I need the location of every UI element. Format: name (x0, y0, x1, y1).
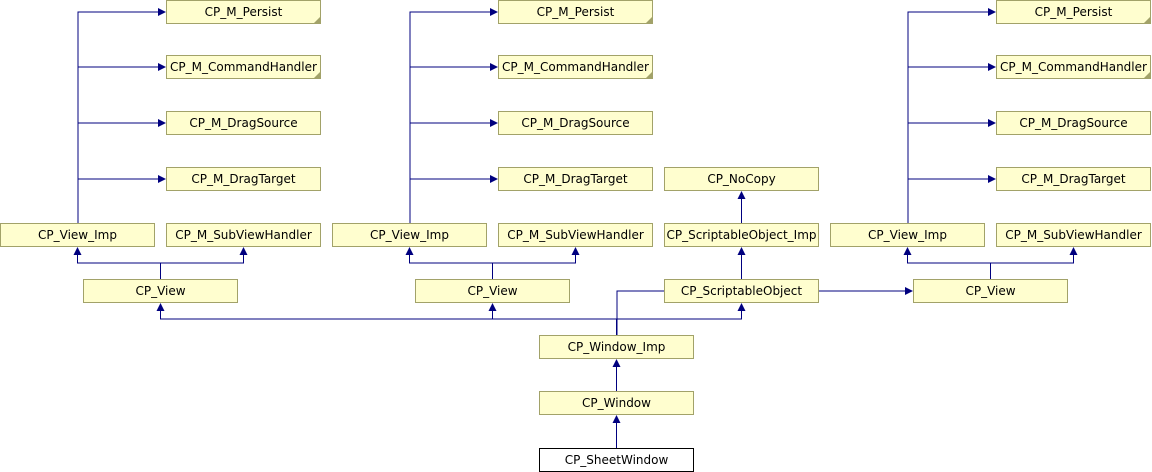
folded-corner-icon (314, 72, 320, 78)
class-node-cp-scriptableobject[interactable]: CP_ScriptableObject (664, 279, 819, 303)
folded-corner-icon (1144, 17, 1150, 23)
inheritance-edge-viewimp_3-to-dragtgt_3 (907, 175, 996, 223)
inheritance-edge-windowimp-to-scriptobj (616, 303, 746, 335)
folded-corner-icon (1144, 72, 1150, 78)
class-node-cp-scriptableobject-imp[interactable]: CP_ScriptableObject_Imp (664, 223, 819, 247)
inheritance-edge-viewimp_2-to-persist_2 (409, 8, 498, 223)
inheritance-edge-viewimp_2-to-dragsrc_2 (409, 119, 498, 223)
inheritance-edge-view_3-to-viewimp_3 (903, 247, 991, 279)
inheritance-edge-view_1-to-subview_1 (160, 247, 248, 279)
class-node-cp-m-commandhandler[interactable]: CP_M_CommandHandler (498, 55, 653, 79)
class-node-cp-nocopy[interactable]: CP_NoCopy (664, 167, 819, 191)
class-node-cp-m-commandhandler[interactable]: CP_M_CommandHandler (166, 55, 321, 79)
inheritance-edge-view_2-to-viewimp_2 (405, 247, 493, 279)
inheritance-edge-view_3-to-subview_3 (990, 247, 1078, 279)
inheritance-edge-viewimp_2-to-dragtgt_2 (409, 175, 498, 223)
class-node-cp-m-subviewhandler[interactable]: CP_M_SubViewHandler (166, 223, 321, 247)
inheritance-edge-viewimp_1-to-cmd_1 (77, 63, 166, 223)
class-node-cp-sheetwindow: CP_SheetWindow (539, 448, 694, 472)
class-node-cp-m-dragtarget[interactable]: CP_M_DragTarget (166, 167, 321, 191)
inheritance-edge-viewimp_1-to-persist_1 (77, 8, 166, 223)
class-node-cp-m-commandhandler[interactable]: CP_M_CommandHandler (996, 55, 1151, 79)
inheritance-edge-viewimp_1-to-dragsrc_1 (77, 119, 166, 223)
inheritance-edge-view_2-to-subview_2 (492, 247, 580, 279)
class-node-cp-view-imp[interactable]: CP_View_Imp (332, 223, 487, 247)
inheritance-edge-viewimp_3-to-persist_3 (907, 8, 996, 223)
class-node-cp-view[interactable]: CP_View (913, 279, 1068, 303)
inheritance-edge-windowimp-to-view_2 (488, 303, 617, 335)
class-node-cp-m-dragtarget[interactable]: CP_M_DragTarget (498, 167, 653, 191)
inheritance-edge-viewimp_3-to-dragsrc_3 (907, 119, 996, 223)
folded-corner-icon (314, 17, 320, 23)
class-node-cp-view-imp[interactable]: CP_View_Imp (830, 223, 985, 247)
class-node-cp-m-dragsource[interactable]: CP_M_DragSource (166, 111, 321, 135)
class-node-cp-view[interactable]: CP_View (415, 279, 570, 303)
inheritance-edge-viewimp_2-to-cmd_2 (409, 63, 498, 223)
class-node-cp-m-dragsource[interactable]: CP_M_DragSource (498, 111, 653, 135)
inheritance-edge-viewimp_1-to-dragtgt_1 (77, 175, 166, 223)
class-node-cp-m-persist[interactable]: CP_M_Persist (166, 0, 321, 24)
folded-corner-icon (646, 17, 652, 23)
class-node-cp-m-subviewhandler[interactable]: CP_M_SubViewHandler (996, 223, 1151, 247)
class-node-cp-window[interactable]: CP_Window (539, 391, 694, 415)
class-node-cp-m-dragtarget[interactable]: CP_M_DragTarget (996, 167, 1151, 191)
inheritance-edge-viewimp_3-to-cmd_3 (907, 63, 996, 223)
class-node-cp-m-persist[interactable]: CP_M_Persist (996, 0, 1151, 24)
class-node-cp-view[interactable]: CP_View (83, 279, 238, 303)
class-node-cp-view-imp[interactable]: CP_View_Imp (0, 223, 155, 247)
folded-corner-icon (646, 72, 652, 78)
class-node-cp-window-imp[interactable]: CP_Window_Imp (539, 335, 694, 359)
class-node-cp-m-subviewhandler[interactable]: CP_M_SubViewHandler (498, 223, 653, 247)
inheritance-edge-view_1-to-viewimp_1 (73, 247, 161, 279)
class-node-cp-m-dragsource[interactable]: CP_M_DragSource (996, 111, 1151, 135)
class-node-cp-m-persist[interactable]: CP_M_Persist (498, 0, 653, 24)
